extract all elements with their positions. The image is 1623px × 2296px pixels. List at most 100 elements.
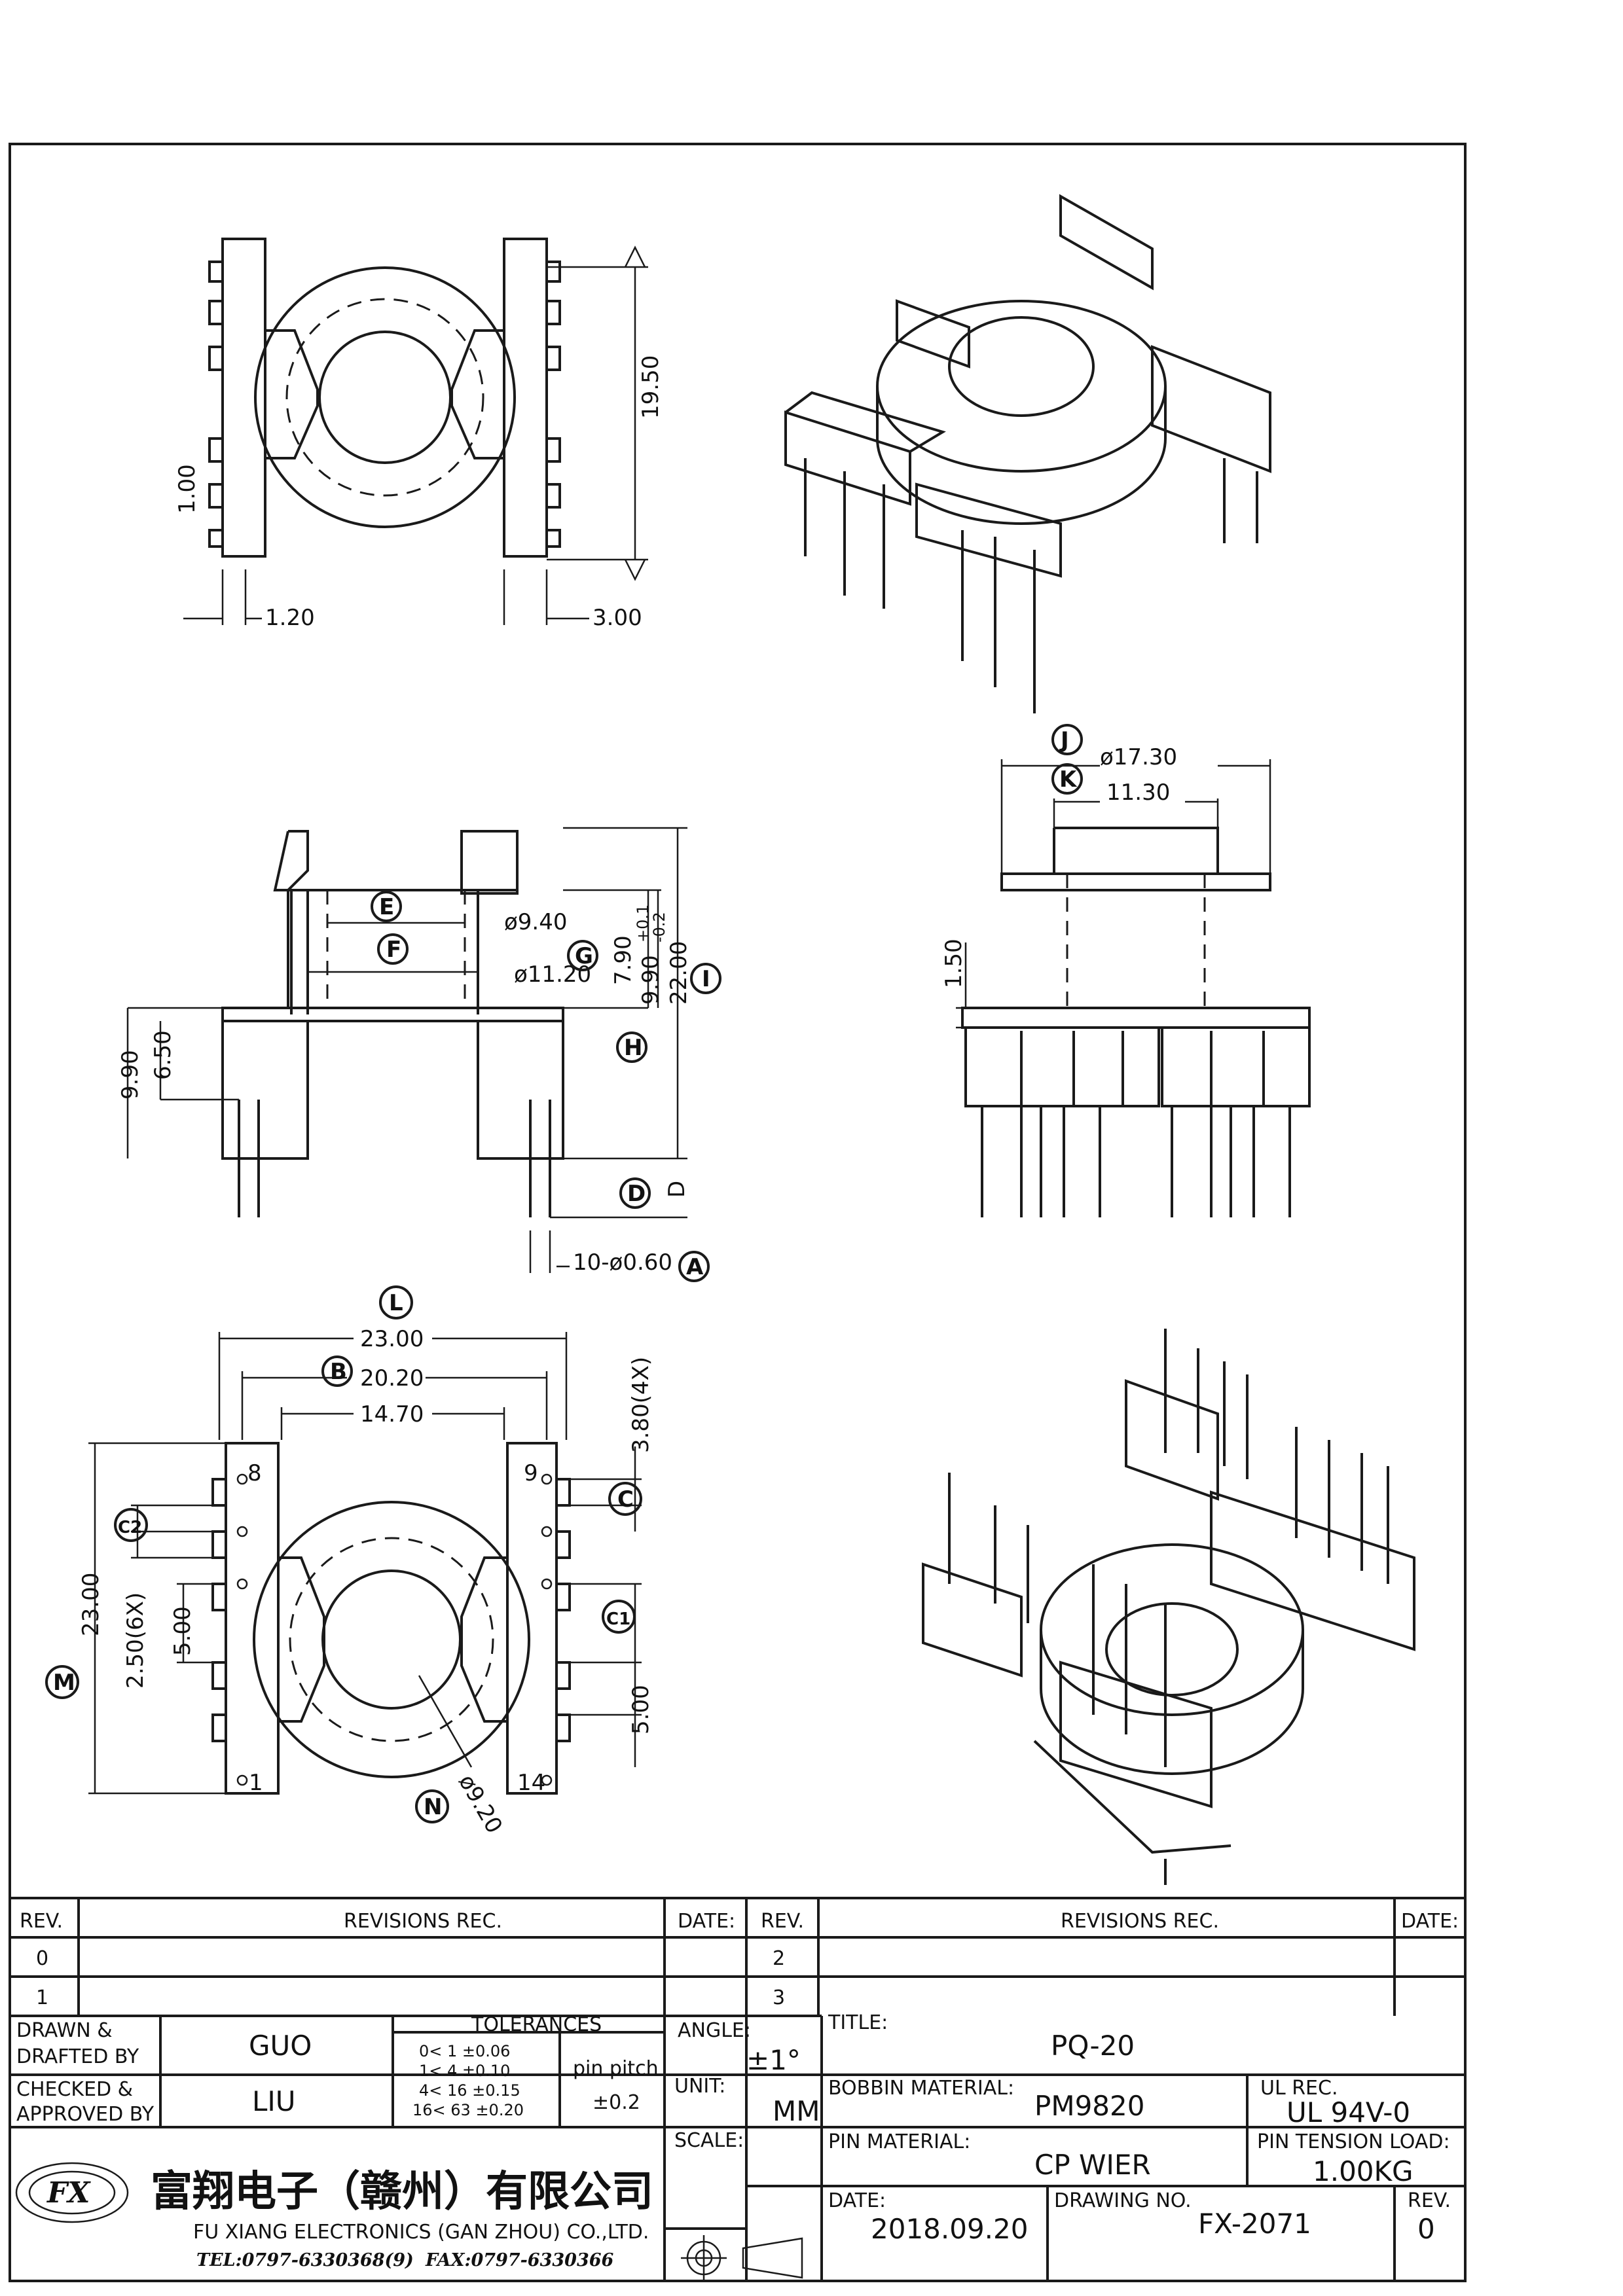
dim-top-slot: 1.00 — [174, 464, 200, 514]
bubble-k: K — [1051, 763, 1083, 795]
date-header-left: DATE: — [678, 1910, 735, 1933]
rev-header-right: REV. — [761, 1910, 804, 1933]
bottom-view: 8 9 1 14 23.00 20.20 14.70 23.00 2.50(6X… — [45, 1285, 654, 1839]
rev-row-1: 1 — [36, 1986, 48, 2009]
dim-j: ø17.30 — [1100, 744, 1177, 770]
pin-tension-label: PIN TENSION LOAD: — [1257, 2130, 1450, 2153]
drawn-value: GUO — [249, 2030, 312, 2062]
rev-row-3: 3 — [773, 1986, 785, 2009]
svg-text:N: N — [424, 1794, 442, 1820]
company-logo: FX — [15, 2162, 129, 2223]
bubble-c: C — [608, 1482, 642, 1516]
tolerance-row-2: 1< 4 ±0.10 — [419, 2062, 510, 2080]
dim-f: ø11.20 — [514, 961, 591, 988]
rev-row-0: 0 — [36, 1947, 48, 1970]
end-view: ø17.30 11.30 1.50 J K — [941, 724, 1311, 1217]
tolerances-label: TOLERANCES — [471, 2013, 602, 2036]
dim-top-height: 19.50 — [638, 355, 664, 419]
svg-text:E: E — [379, 894, 394, 920]
bubble-h: H — [616, 1031, 647, 1063]
company-name-en: FU XIANG ELECTRONICS (GAN ZHOU) CO.,LTD. — [193, 2221, 649, 2244]
side-view: ø9.40 ø11.20 7.90 9.90 +0.1 -0.2 22.00 9… — [117, 827, 721, 1282]
dim-top-right: 3.00 — [593, 605, 642, 631]
ul-rec-value: UL 94V-0 — [1286, 2096, 1410, 2128]
pin-label-14: 14 — [517, 1770, 545, 1796]
drawn-label-1: DRAWN & — [16, 2019, 113, 2042]
bubble-l: L — [379, 1285, 413, 1319]
svg-text:J: J — [1059, 727, 1069, 753]
tolerance-row-3: 4< 16 ±0.15 — [419, 2081, 520, 2100]
dim-h-tol-minus: -0.2 — [650, 912, 668, 942]
svg-text:A: A — [686, 1254, 704, 1280]
date-header-right: DATE: — [1401, 1910, 1459, 1933]
angle-label: ANGLE: — [678, 2019, 751, 2042]
dim-inner: 14.70 — [360, 1401, 424, 1427]
svg-text:K: K — [1059, 766, 1078, 793]
top-view: 19.50 1.00 1.20 3.00 — [174, 238, 664, 631]
bubble-g: G — [567, 940, 598, 971]
bubble-m: M — [45, 1665, 79, 1699]
bubble-j: J — [1051, 724, 1083, 755]
rev-value: 0 — [1417, 2213, 1435, 2245]
dim-e: ø9.40 — [504, 909, 568, 935]
date-label: DATE: — [828, 2189, 886, 2212]
dim-b: 20.20 — [360, 1365, 424, 1391]
pin-tension-value: 1.00KG — [1313, 2155, 1413, 2187]
company-name-cn: 富翔电子（赣州）有限公司 — [151, 2167, 653, 2216]
dim-m: 23.00 — [78, 1573, 104, 1636]
bubble-e: E — [371, 891, 402, 922]
tolerance-row-4: 16< 63 ±0.20 — [412, 2101, 524, 2119]
checked-label-1: CHECKED & — [16, 2078, 133, 2101]
bubble-b: B — [321, 1355, 353, 1387]
svg-text:C2: C2 — [118, 1518, 142, 1537]
title-value: PQ-20 — [1051, 2030, 1135, 2062]
dim-g: 7.90 — [610, 935, 636, 985]
tolerance-row-1: 0< 1 ±0.06 — [419, 2042, 510, 2060]
bubble-c1: C1 — [602, 1600, 636, 1634]
rev-row-2: 2 — [773, 1947, 785, 1970]
sheet-border — [9, 143, 1467, 2282]
svg-text:D: D — [627, 1181, 646, 1207]
checked-label-2: APPROVED BY — [16, 2103, 155, 2126]
revisions-header-right: REVISIONS REC. — [1061, 1910, 1219, 1933]
ul-rec-label: UL REC. — [1260, 2077, 1338, 2100]
bobbin-material-value: PM9820 — [1034, 2090, 1144, 2122]
isometric-view-top — [784, 194, 1271, 713]
svg-text:I: I — [702, 966, 710, 992]
dim-l: 23.00 — [360, 1326, 424, 1352]
dim-n: ø9.20 — [453, 1770, 507, 1839]
svg-text:H: H — [624, 1035, 642, 1061]
dim-left-outer: 9.90 — [117, 1050, 143, 1100]
bubble-f: F — [377, 933, 409, 965]
projection-symbol-icon — [681, 2235, 803, 2281]
svg-text:B: B — [330, 1359, 347, 1385]
isometric-view-bottom — [922, 1329, 1415, 1885]
revisions-header-left: REVISIONS REC. — [344, 1910, 502, 1933]
scale-label: SCALE: — [674, 2129, 744, 2152]
pin-label-1: 1 — [249, 1770, 263, 1796]
company-fax: FAX:0797-6330366 — [425, 2250, 614, 2270]
drawing-no-label: DRAWING NO. — [1054, 2189, 1192, 2212]
dim-d: D — [664, 1181, 690, 1198]
pin-label-8: 8 — [247, 1460, 262, 1486]
bubble-c2: C2 — [114, 1508, 148, 1542]
title-label: TITLE: — [828, 2011, 888, 2034]
dim-flange: 1.50 — [941, 939, 967, 988]
bubble-n: N — [415, 1789, 449, 1823]
unit-label: UNIT: — [674, 2075, 725, 2098]
svg-text:C: C — [617, 1486, 634, 1513]
dim-i: 22.00 — [666, 941, 692, 1005]
pin-pitch-value: ±0.2 — [593, 2091, 640, 2114]
bobbin-material-label: BOBBIN MATERIAL: — [828, 2077, 1014, 2100]
svg-text:M: M — [53, 1670, 75, 1696]
dim-h-tol-plus: +0.1 — [634, 905, 652, 942]
dim-380: 3.80(4X) — [628, 1357, 654, 1453]
angle-value: ±1° — [746, 2044, 801, 2076]
checked-value: LIU — [252, 2085, 296, 2117]
pin-material-value: CP WIER — [1034, 2149, 1151, 2181]
dim-k: 11.30 — [1106, 780, 1170, 806]
pin-label-9: 9 — [524, 1460, 538, 1486]
svg-text:G: G — [575, 943, 593, 969]
dim-pins: 10-ø0.60 — [573, 1249, 672, 1276]
